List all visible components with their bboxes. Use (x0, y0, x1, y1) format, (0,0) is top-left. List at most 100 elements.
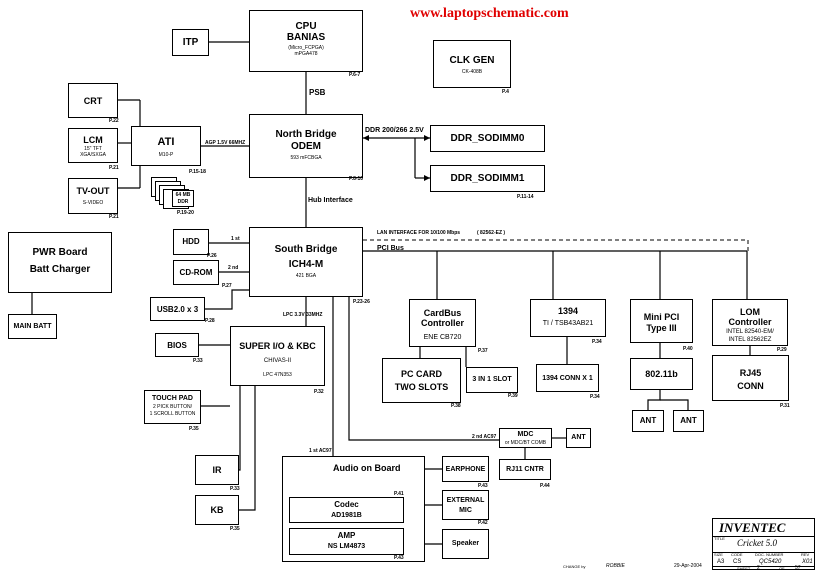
cpu-title: CPU (295, 21, 317, 32)
wlan-ant2-wire (660, 399, 689, 410)
tb-of: 57 (795, 565, 801, 571)
lcm-sub1: 15" TFT (84, 146, 102, 152)
ati-part: M10-P (158, 152, 174, 158)
kb-block: KB (195, 495, 239, 525)
ddr-bus-label: DDR 200/266 2.5V (365, 127, 424, 134)
tb-size-label: SIZE (714, 552, 723, 557)
tvout-page: P.21 (109, 214, 119, 220)
nb-page: P.8-10 (349, 176, 364, 182)
usb-title: USB2.0 x 3 (156, 305, 199, 314)
northbridge-block: North Bridge ODEM 593 mFCBGA (249, 114, 363, 178)
extmic-page: P.42 (478, 520, 488, 526)
wlan-ant-wire (647, 390, 661, 410)
rj45-block: RJ45 CONN (712, 355, 789, 401)
cpu-name: BANIAS (286, 32, 326, 43)
clkgen-block: CLK GEN CK-408B (433, 40, 511, 88)
ieee1394-title: 1394 (557, 306, 579, 316)
mainbatt-title: MAIN BATT (13, 323, 52, 330)
itp-block: ITP (172, 29, 209, 56)
superio-block: SUPER I/O & KBC CHIVAS-II LPC 47N353 (230, 326, 325, 386)
usb-page: P.28 (205, 318, 215, 324)
wlan-title: 802.11b (645, 369, 678, 379)
ir-block: IR (195, 455, 239, 485)
hdd-channel: 1 st (231, 236, 240, 242)
mdc-title: MDC (517, 431, 534, 438)
cdrom-channel: 2 nd (228, 265, 239, 271)
hdd-page: P.26 (207, 253, 217, 259)
ati-block: ATI M10-P (131, 126, 201, 166)
tb-title: Cricket 5.0 (737, 538, 777, 548)
rj11-page: P.44 (540, 483, 550, 489)
mdc-sub: or MDC/BT COMB (504, 440, 547, 446)
minipci-title1: Mini PCI (643, 312, 680, 322)
pwr-title1: PWR Board (32, 247, 88, 258)
amp-part: NS LM4873 (327, 543, 366, 550)
earphone-page: P.43 (478, 483, 488, 489)
ddr-arrow-l (363, 135, 369, 141)
cardbus-page: P.37 (478, 348, 488, 354)
ddr-arrow-r (424, 135, 430, 141)
rj11-block: RJ11 CNTR (499, 459, 551, 480)
pccard-title1: PC CARD (400, 369, 442, 379)
rj11-title: RJ11 CNTR (506, 466, 544, 473)
nb-title: North Bridge (275, 129, 337, 140)
mdc-block: MDC or MDC/BT COMB (499, 428, 552, 448)
ddr1-arrow (424, 175, 430, 181)
ddr-sodimm1-block: DDR_SODIMM1 (430, 165, 545, 192)
conn1394-page: P.34 (590, 394, 600, 400)
pccard-block: PC CARD TWO SLOTS (382, 358, 461, 403)
tvout-sub: S-VIDEO (82, 200, 104, 206)
tb-sheet-label: SHEET (737, 566, 751, 571)
crt-title: CRT (83, 96, 103, 106)
pccard-title2: TWO SLOTS (394, 382, 449, 392)
vram-page: P.19-20 (177, 210, 194, 216)
psb-label: PSB (309, 88, 326, 97)
extmic-title1: EXTERNAL (446, 497, 485, 504)
amp-title: AMP (337, 531, 356, 540)
earphone-title: EARPHONE (445, 466, 486, 473)
tvout-block: TV-OUT S-VIDEO (68, 178, 118, 214)
amp-block: AMP NS LM4873 (289, 528, 404, 555)
clkgen-title: CLK GEN (449, 55, 495, 66)
lan-interface-wire (363, 239, 749, 251)
ant1-block: ANT (632, 410, 664, 432)
clkgen-part: CK-408B (461, 69, 483, 75)
tb-company: INVENTEC (719, 520, 786, 535)
touchpad-title: TOUCH PAD (152, 395, 193, 402)
cardbus-title2: Controller (420, 318, 464, 328)
tb-of-label: OF (779, 566, 785, 571)
lom-part1: INTEL 82540-EM/ (726, 329, 774, 335)
p2326-label: P.23-26 (353, 299, 370, 305)
audio-page: P.41 (394, 491, 404, 497)
ati-title: ATI (157, 136, 175, 148)
ddr0-title: DDR_SODIMM0 (450, 133, 525, 144)
touchpad-sub2: 1 SCROLL BUTTON (149, 411, 196, 417)
tb-date: 29-Apr-2004 (674, 563, 702, 569)
ddr1-page: P.11-14 (517, 194, 534, 200)
rj45-title2: CONN (737, 381, 764, 391)
sio-part: LPC 47N353 (263, 372, 292, 378)
slot3in1-block: 3 IN 1 SLOT (466, 367, 518, 393)
hub-label: Hub Interface (308, 197, 353, 204)
bios-block: BIOS (155, 333, 199, 357)
ac97-2-label: 2 nd AC97 (472, 434, 497, 440)
bios-page: P.33 (193, 358, 203, 364)
usb-wire (205, 289, 249, 310)
sio-name: CHIVAS-II (263, 358, 292, 364)
usb-block: USB2.0 x 3 (150, 297, 205, 321)
speaker-block: Speaker (442, 529, 489, 559)
agp-label: AGP 1.5V 66MHZ (205, 140, 246, 146)
pci-label: PCI Bus (377, 245, 404, 252)
cpu-block: CPU BANIAS (Micro_FCPGA) mPGA478 (249, 10, 363, 72)
touchpad-block: TOUCH PAD 2 PICK BUTTON/ 1 SCROLL BUTTON (144, 390, 201, 424)
conn1394-title: 1394 CONN X 1 (542, 375, 593, 382)
tb-title-label: TITLE (714, 536, 725, 541)
tb-rev: X01 (802, 559, 813, 565)
lcm-title: LCM (83, 135, 103, 145)
audio-block: Audio on Board P.41 Codec AD1981B AMP NS… (282, 456, 425, 562)
hdd-block: HDD (173, 229, 209, 255)
tb-doc: QC5420 (759, 559, 782, 565)
hdd-title: HDD (182, 237, 200, 246)
ant3-title: ANT (571, 434, 586, 441)
